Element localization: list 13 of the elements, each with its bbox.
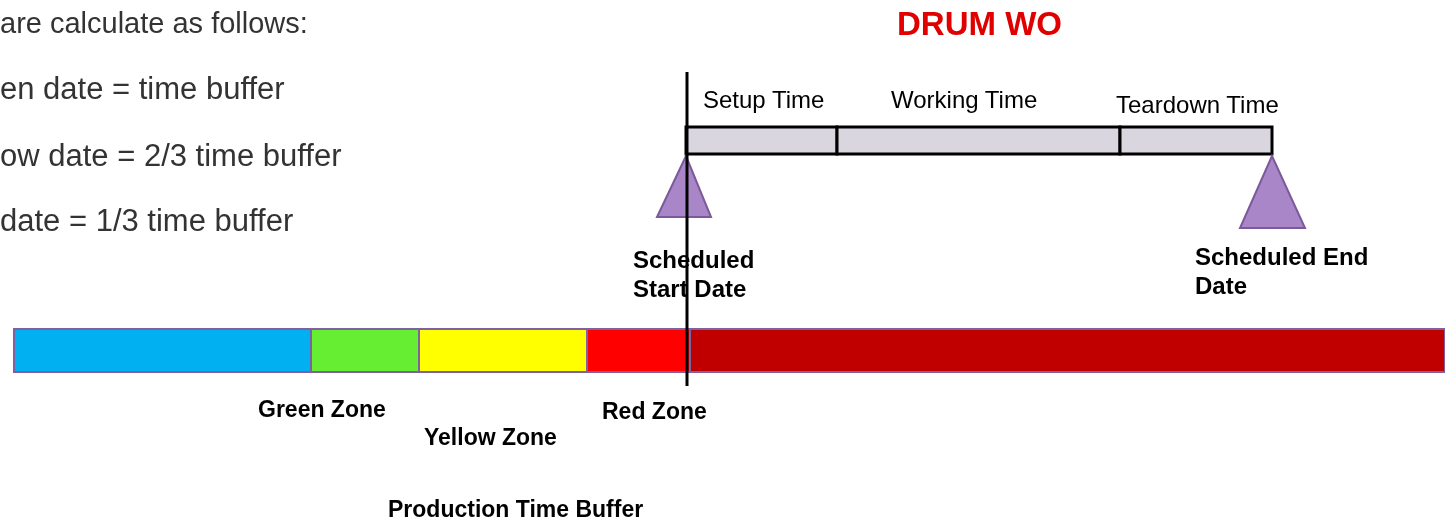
zone-label: Red Zone (602, 398, 707, 426)
text-line: ow date = 2/3 time buffer (0, 137, 342, 175)
zone-label: Green Zone (258, 396, 386, 424)
zone-label: Yellow Zone (424, 424, 557, 452)
marker-label: Scheduled End Date (1195, 243, 1370, 301)
segment-label: Working Time (891, 86, 1038, 115)
text-line: date = 1/3 time buffer (0, 202, 294, 240)
segment-label: Teardown Time (1116, 91, 1279, 120)
buffer-label: Production Time Buffer (388, 496, 644, 523)
segment-label: Setup Time (703, 86, 825, 115)
title: DRUM WO (897, 4, 1062, 44)
text-line: en date = time buffer (0, 70, 285, 108)
text-line: are calculate as follows: (0, 6, 308, 41)
